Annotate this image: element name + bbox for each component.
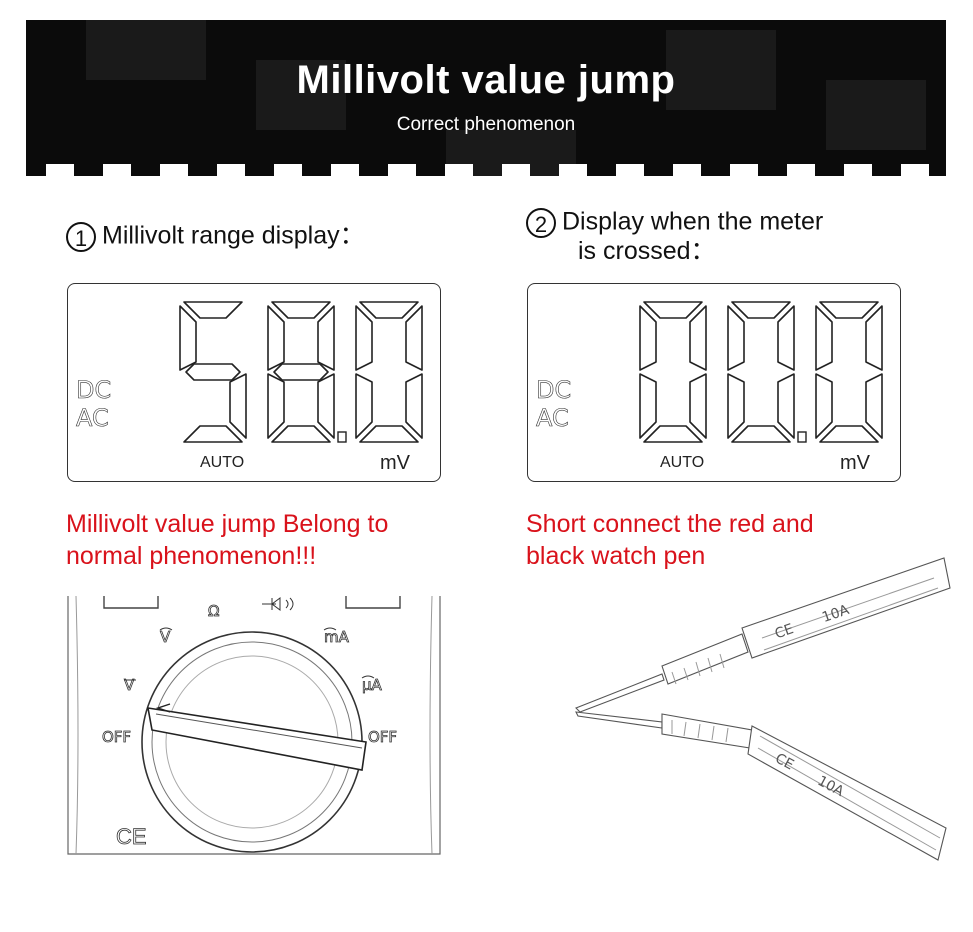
lcd-unit-label: mV [380, 452, 410, 474]
lcd-segment-a [731, 301, 791, 319]
dial-ohm: Ω [208, 602, 219, 620]
lcd-segment-a [183, 301, 243, 319]
step-number-2: 2 [526, 208, 556, 238]
left-note-line1: Millivolt value jump Belong to [66, 510, 389, 538]
left-note-line2: normal phenomenon!!! [66, 542, 317, 570]
lcd-segment-c [689, 373, 707, 439]
right-note-line2: black watch pen [526, 542, 706, 570]
lcd-digit [727, 301, 795, 443]
lcd-segment-f [727, 305, 745, 371]
left-note: Millivolt value jump Belong to normal ph… [66, 508, 388, 572]
lcd-segment-f [815, 305, 833, 371]
lcd-dc-label: DC [76, 376, 112, 404]
lcd-digit [267, 301, 335, 443]
lcd-segment-g [185, 363, 241, 381]
right-heading-line1: Display when the meter [562, 207, 824, 236]
lcd-segment-b [405, 305, 423, 371]
lcd-ac-label: AC [536, 404, 569, 432]
dial-off-right: OFF [368, 728, 397, 746]
lcd-digit [639, 301, 707, 443]
lcd-segment-c [405, 373, 423, 439]
lcd-segment-c [865, 373, 883, 439]
page-title: Millivolt value jump [296, 58, 676, 102]
lcd-segment-f [267, 305, 285, 371]
diode-buzzer-icon [262, 597, 294, 611]
dial-ma: mA [324, 628, 350, 646]
lcd-segment-c [317, 373, 335, 439]
dial-v-ac: V [160, 628, 171, 646]
ce-mark: CE [116, 824, 147, 849]
lcd-segment-f [639, 305, 657, 371]
header-banner: Millivolt value jump Correct phenomenon [26, 20, 946, 176]
lcd-display-left: DC AC AUTO mV [67, 283, 441, 482]
lcd-segment-f [355, 305, 373, 371]
lcd-decimal-point [337, 431, 347, 443]
lcd-segment-b [317, 305, 335, 371]
step-number-1: 1 [66, 222, 96, 252]
right-heading-line2: is crossed： [578, 237, 716, 265]
rotary-dial-illustration: OFF OFF V V Ω mA µA CE [67, 595, 441, 855]
lcd-segment-c [229, 373, 247, 439]
lcd-segment-b [689, 305, 707, 371]
test-probes-illustration: CE 10A CE 10A [575, 557, 951, 861]
dial-off-left: OFF [102, 728, 131, 746]
lcd-segment-e [267, 373, 285, 439]
left-heading-text: Millivolt range display： [102, 221, 365, 250]
lcd-segment-c [777, 373, 795, 439]
lcd-segment-e [727, 373, 745, 439]
lcd-segment-d [271, 425, 331, 443]
lcd-segment-a [643, 301, 703, 319]
lcd-auto-label: AUTO [660, 454, 705, 471]
lcd-display-right: DC AC AUTO mV [527, 283, 901, 482]
lcd-segment-d [819, 425, 879, 443]
lcd-segment-d [359, 425, 419, 443]
lcd-segment-d [731, 425, 791, 443]
lcd-segment-a [359, 301, 419, 319]
lcd-segment-e [815, 373, 833, 439]
page-subtitle: Correct phenomenon [396, 114, 576, 135]
lcd-auto-label: AUTO [200, 454, 245, 471]
dial-ua: µA [362, 676, 383, 694]
lcd-segment-a [271, 301, 331, 319]
lcd-segment-e [355, 373, 373, 439]
lcd-ac-label: AC [76, 404, 109, 432]
lcd-segment-b [777, 305, 795, 371]
lcd-digits-left [179, 301, 423, 443]
lcd-segment-f [179, 305, 197, 371]
lcd-segment-a [819, 301, 879, 319]
dial-v-dc: V [124, 676, 135, 694]
probe-ce-top: CE [773, 621, 796, 642]
lcd-unit-label: mV [840, 452, 870, 474]
lcd-digit [355, 301, 423, 443]
lcd-digit [179, 301, 247, 443]
right-note: Short connect the red and black watch pe… [526, 508, 814, 572]
lcd-digits-right [639, 301, 883, 443]
lcd-segment-b [865, 305, 883, 371]
lcd-dc-label: DC [536, 376, 572, 404]
probe-ce-bottom: CE [772, 751, 796, 774]
lcd-segment-e [639, 373, 657, 439]
lcd-segment-g [273, 363, 329, 381]
lcd-segment-d [643, 425, 703, 443]
right-note-line1: Short connect the red and [526, 510, 814, 538]
lcd-decimal-point [797, 431, 807, 443]
lcd-digit [815, 301, 883, 443]
lcd-segment-d [183, 425, 243, 443]
